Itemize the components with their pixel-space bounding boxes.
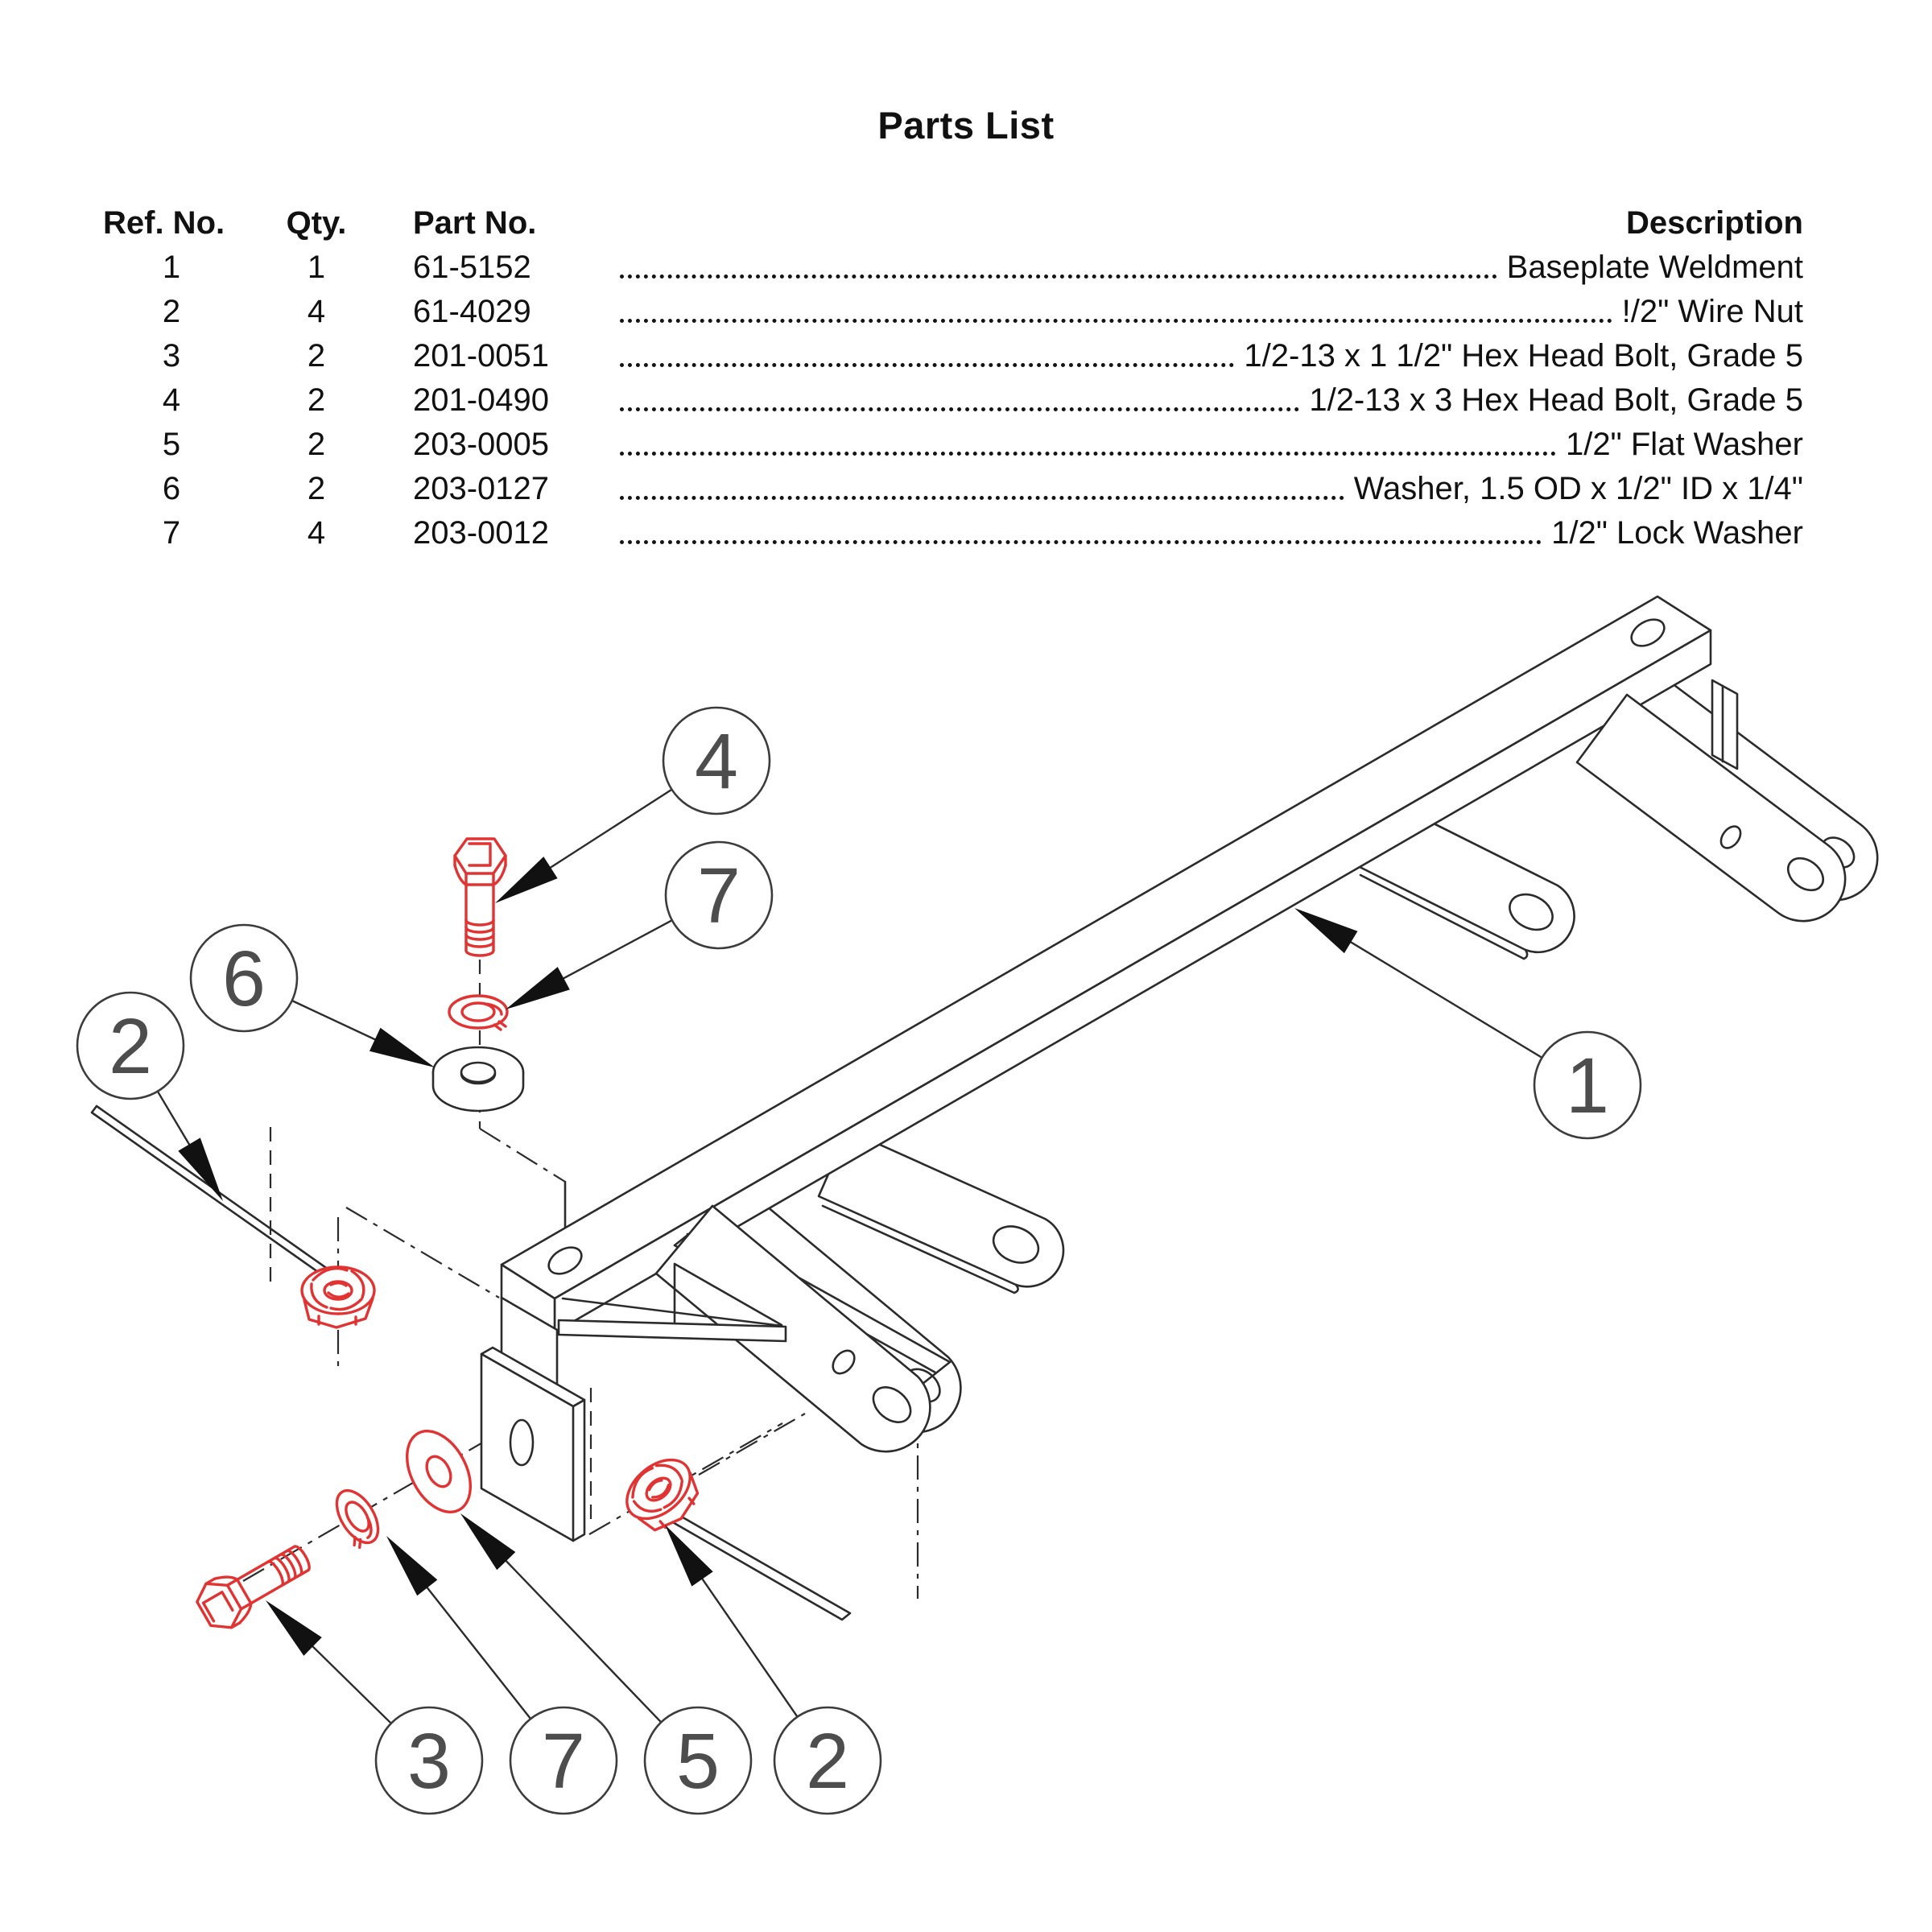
qty-cell: 4: [307, 515, 326, 551]
part-no-cell: 203-0005: [413, 427, 550, 462]
part-no-cell: 61-5152: [413, 250, 531, 285]
balloon-3: 3: [266, 1600, 484, 1815]
header-description: Description: [1625, 205, 1803, 241]
svg-text:6: 6: [222, 935, 266, 1022]
wire-nut-left-icon: [300, 1265, 376, 1329]
part-no-cell: 203-0012: [413, 515, 550, 551]
svg-text:4: 4: [695, 717, 738, 805]
part-no-cell: 203-0127: [413, 471, 550, 506]
svg-text:7: 7: [697, 852, 741, 939]
qty-cell: 2: [307, 382, 326, 418]
header-part-no: Part No.: [413, 205, 537, 241]
balloon-1: 1: [1294, 908, 1642, 1140]
description-cell: 1/2-13 x 3 Hex Head Bolt, Grade 5: [1309, 382, 1803, 418]
header-ref-no: Ref. No.: [103, 205, 225, 241]
ref-no-cell: 7: [162, 515, 181, 551]
dot-leader: [620, 399, 1300, 411]
ref-no-cell: 3: [162, 338, 181, 374]
dot-leader: [620, 311, 1612, 323]
balloon-4: 4: [495, 706, 771, 903]
ref-no-cell: 4: [162, 382, 181, 418]
flat-washer-5-icon: [392, 1418, 485, 1525]
part-no-cell: 201-0051: [413, 338, 550, 374]
baseplate-bar: [500, 595, 1712, 1334]
qty-cell: 4: [307, 294, 326, 329]
lock-washer-bottom-icon: [325, 1482, 388, 1552]
description-cell: 1/2-13 x 1 1/2" Hex Head Bolt, Grade 5: [1244, 338, 1803, 374]
parts-list-row: 5 2 203-0005 1/2" Flat Washer: [103, 417, 1803, 461]
svg-text:1: 1: [1566, 1042, 1609, 1129]
description-cell: Baseplate Weldment: [1506, 250, 1803, 285]
parts-list-table: Ref. No. Qty. Part No. Description 1 1 6…: [103, 196, 1803, 550]
qty-cell: 1: [307, 250, 326, 285]
balloon-6: 6: [189, 923, 435, 1067]
wire-nut-right-icon: [614, 1447, 712, 1542]
dot-leader: [620, 444, 1556, 456]
parts-list-header-row: Ref. No. Qty. Part No. Description: [103, 196, 1803, 240]
qty-cell: 2: [307, 427, 326, 462]
ref-no-cell: 6: [162, 471, 181, 506]
part-no-cell: 61-4029: [413, 294, 531, 329]
svg-text:2: 2: [806, 1717, 849, 1805]
parts-list-row: 1 1 61-5152 Baseplate Weldment: [103, 240, 1803, 284]
balloon-7: 7: [506, 840, 774, 1009]
dot-leader: [620, 488, 1344, 500]
qty-cell: 2: [307, 471, 326, 506]
ref-no-cell: 1: [162, 250, 181, 285]
svg-text:3: 3: [407, 1717, 451, 1805]
hex-bolt-3-icon: [190, 1532, 320, 1638]
description-cell: 1/2" Flat Washer: [1565, 427, 1803, 462]
dot-leader: [620, 266, 1497, 279]
right-clevis: [1575, 679, 1847, 923]
balloon-5: 5: [460, 1513, 753, 1815]
page-title: Parts List: [877, 104, 1055, 147]
svg-text:2: 2: [109, 1002, 152, 1090]
parts-list-row: 6 2 203-0127 Washer, 1.5 OD x 1/2" ID x …: [103, 461, 1803, 506]
parts-list-row: 4 2 201-0490 1/2-13 x 3 Hex Head Bolt, G…: [103, 373, 1803, 417]
thick-washer-6: [431, 1046, 525, 1113]
ref-no-cell: 5: [162, 427, 181, 462]
header-qty: Qty.: [286, 205, 347, 241]
lower-clevis: [654, 1204, 931, 1453]
parts-list-row: 7 4 203-0012 1/2" Lock Washer: [103, 506, 1803, 550]
hex-bolt-4-icon: [453, 837, 507, 957]
description-cell: Washer, 1.5 OD x 1/2" ID x 1/4": [1353, 471, 1803, 506]
svg-text:7: 7: [542, 1717, 585, 1805]
qty-cell: 2: [307, 338, 326, 374]
lock-washer-top-icon: [448, 994, 509, 1031]
balloon-2: 2: [76, 991, 223, 1201]
description-cell: !/2" Wire Nut: [1621, 294, 1803, 329]
description-cell: 1/2" Lock Washer: [1551, 515, 1803, 551]
ref-no-cell: 2: [162, 294, 181, 329]
part-no-cell: 201-0490: [413, 382, 550, 418]
balloon-2: 2: [665, 1525, 882, 1815]
svg-text:5: 5: [676, 1717, 720, 1805]
dot-leader: [620, 532, 1542, 544]
parts-list-row: 3 2 201-0051 1/2-13 x 1 1/2" Hex Head Bo…: [103, 328, 1803, 373]
wire-rods: [90, 1104, 852, 1621]
balloon-7: 7: [386, 1536, 618, 1815]
parts-list-row: 2 4 61-4029 !/2" Wire Nut: [103, 284, 1803, 328]
parts-list-rows: 1 1 61-5152 Baseplate Weldment 2 4 61-40…: [103, 240, 1803, 550]
center-bracket: [480, 1262, 787, 1542]
dot-leader: [620, 355, 1235, 367]
